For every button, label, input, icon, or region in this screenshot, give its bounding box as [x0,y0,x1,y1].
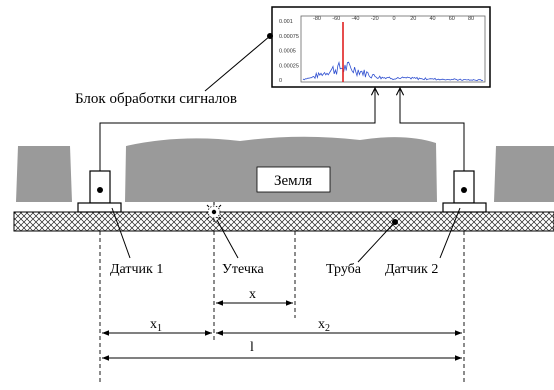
dim-x2-label: x2 [318,317,330,334]
spectrum-x-ticks: -80 -60 -40 -20 0 20 40 60 80 [313,16,474,22]
pipe-label: Труба [326,262,362,277]
spectrum-y-tick: 0.00075 [279,34,299,40]
spectrum-y-tick: 0.0005 [279,49,296,55]
spectrum-x-tick: -60 [332,16,340,22]
svg-text:x2: x2 [318,317,330,334]
spectrum-y-tick: 0.001 [279,19,293,25]
processing-unit-pointer [204,35,271,92]
sensor-2 [442,170,487,213]
signal-wire-sensor2 [400,88,465,173]
spectrum-x-tick: -40 [352,16,360,22]
sensor2-pointer [439,207,461,259]
dim-l-label: l [250,340,254,355]
pipe [13,211,554,232]
spectrum-x-tick: 0 [392,16,395,22]
spectrum-x-tick: 60 [449,16,455,22]
leak-pointer [216,219,239,259]
spectrum-x-tick: 40 [429,16,435,22]
sensor2-label: Датчик 2 [385,262,438,277]
dim-x1-label: x1 [150,317,162,334]
leak-label: Утечка [222,262,265,277]
spectrum-x-tick: 80 [468,16,474,22]
spectrum-y-tick: 0 [279,78,282,84]
sensor1-label: Датчик 1 [110,262,163,277]
pointer-dot [267,33,273,39]
svg-text:x1: x1 [150,317,162,334]
pipe-pointer [357,221,396,263]
spectrum-y-ticks: 0.001 0.00075 0.0005 0.00025 0 [279,19,299,84]
earth-label: Земля [274,173,312,189]
signal-wire-sensor1 [99,88,375,173]
spectrum-x-tick: -20 [371,16,379,22]
spectrum-x-tick: -80 [313,16,321,22]
processing-unit-panel: -80 -60 -40 -20 0 20 40 60 80 0.001 0.00075 0.0005… [271,6,491,88]
spectrum-x-tick: 20 [410,16,416,22]
earth-label-box [256,166,331,193]
earth-block-right [494,146,554,202]
processing-unit-label: Блок обработки сигналов [75,91,237,107]
pipe-pointer-dot [392,219,398,225]
earth-block-left [16,146,72,202]
spectrum-noise-line [302,60,484,82]
leak-burst-icon [204,202,224,222]
sensor1-pointer [111,207,131,259]
spectrum-plot-area [300,15,486,83]
spectrum-y-tick: 0.00025 [279,63,299,69]
dim-x-label: x [249,287,256,302]
sensor-1 [77,170,122,213]
